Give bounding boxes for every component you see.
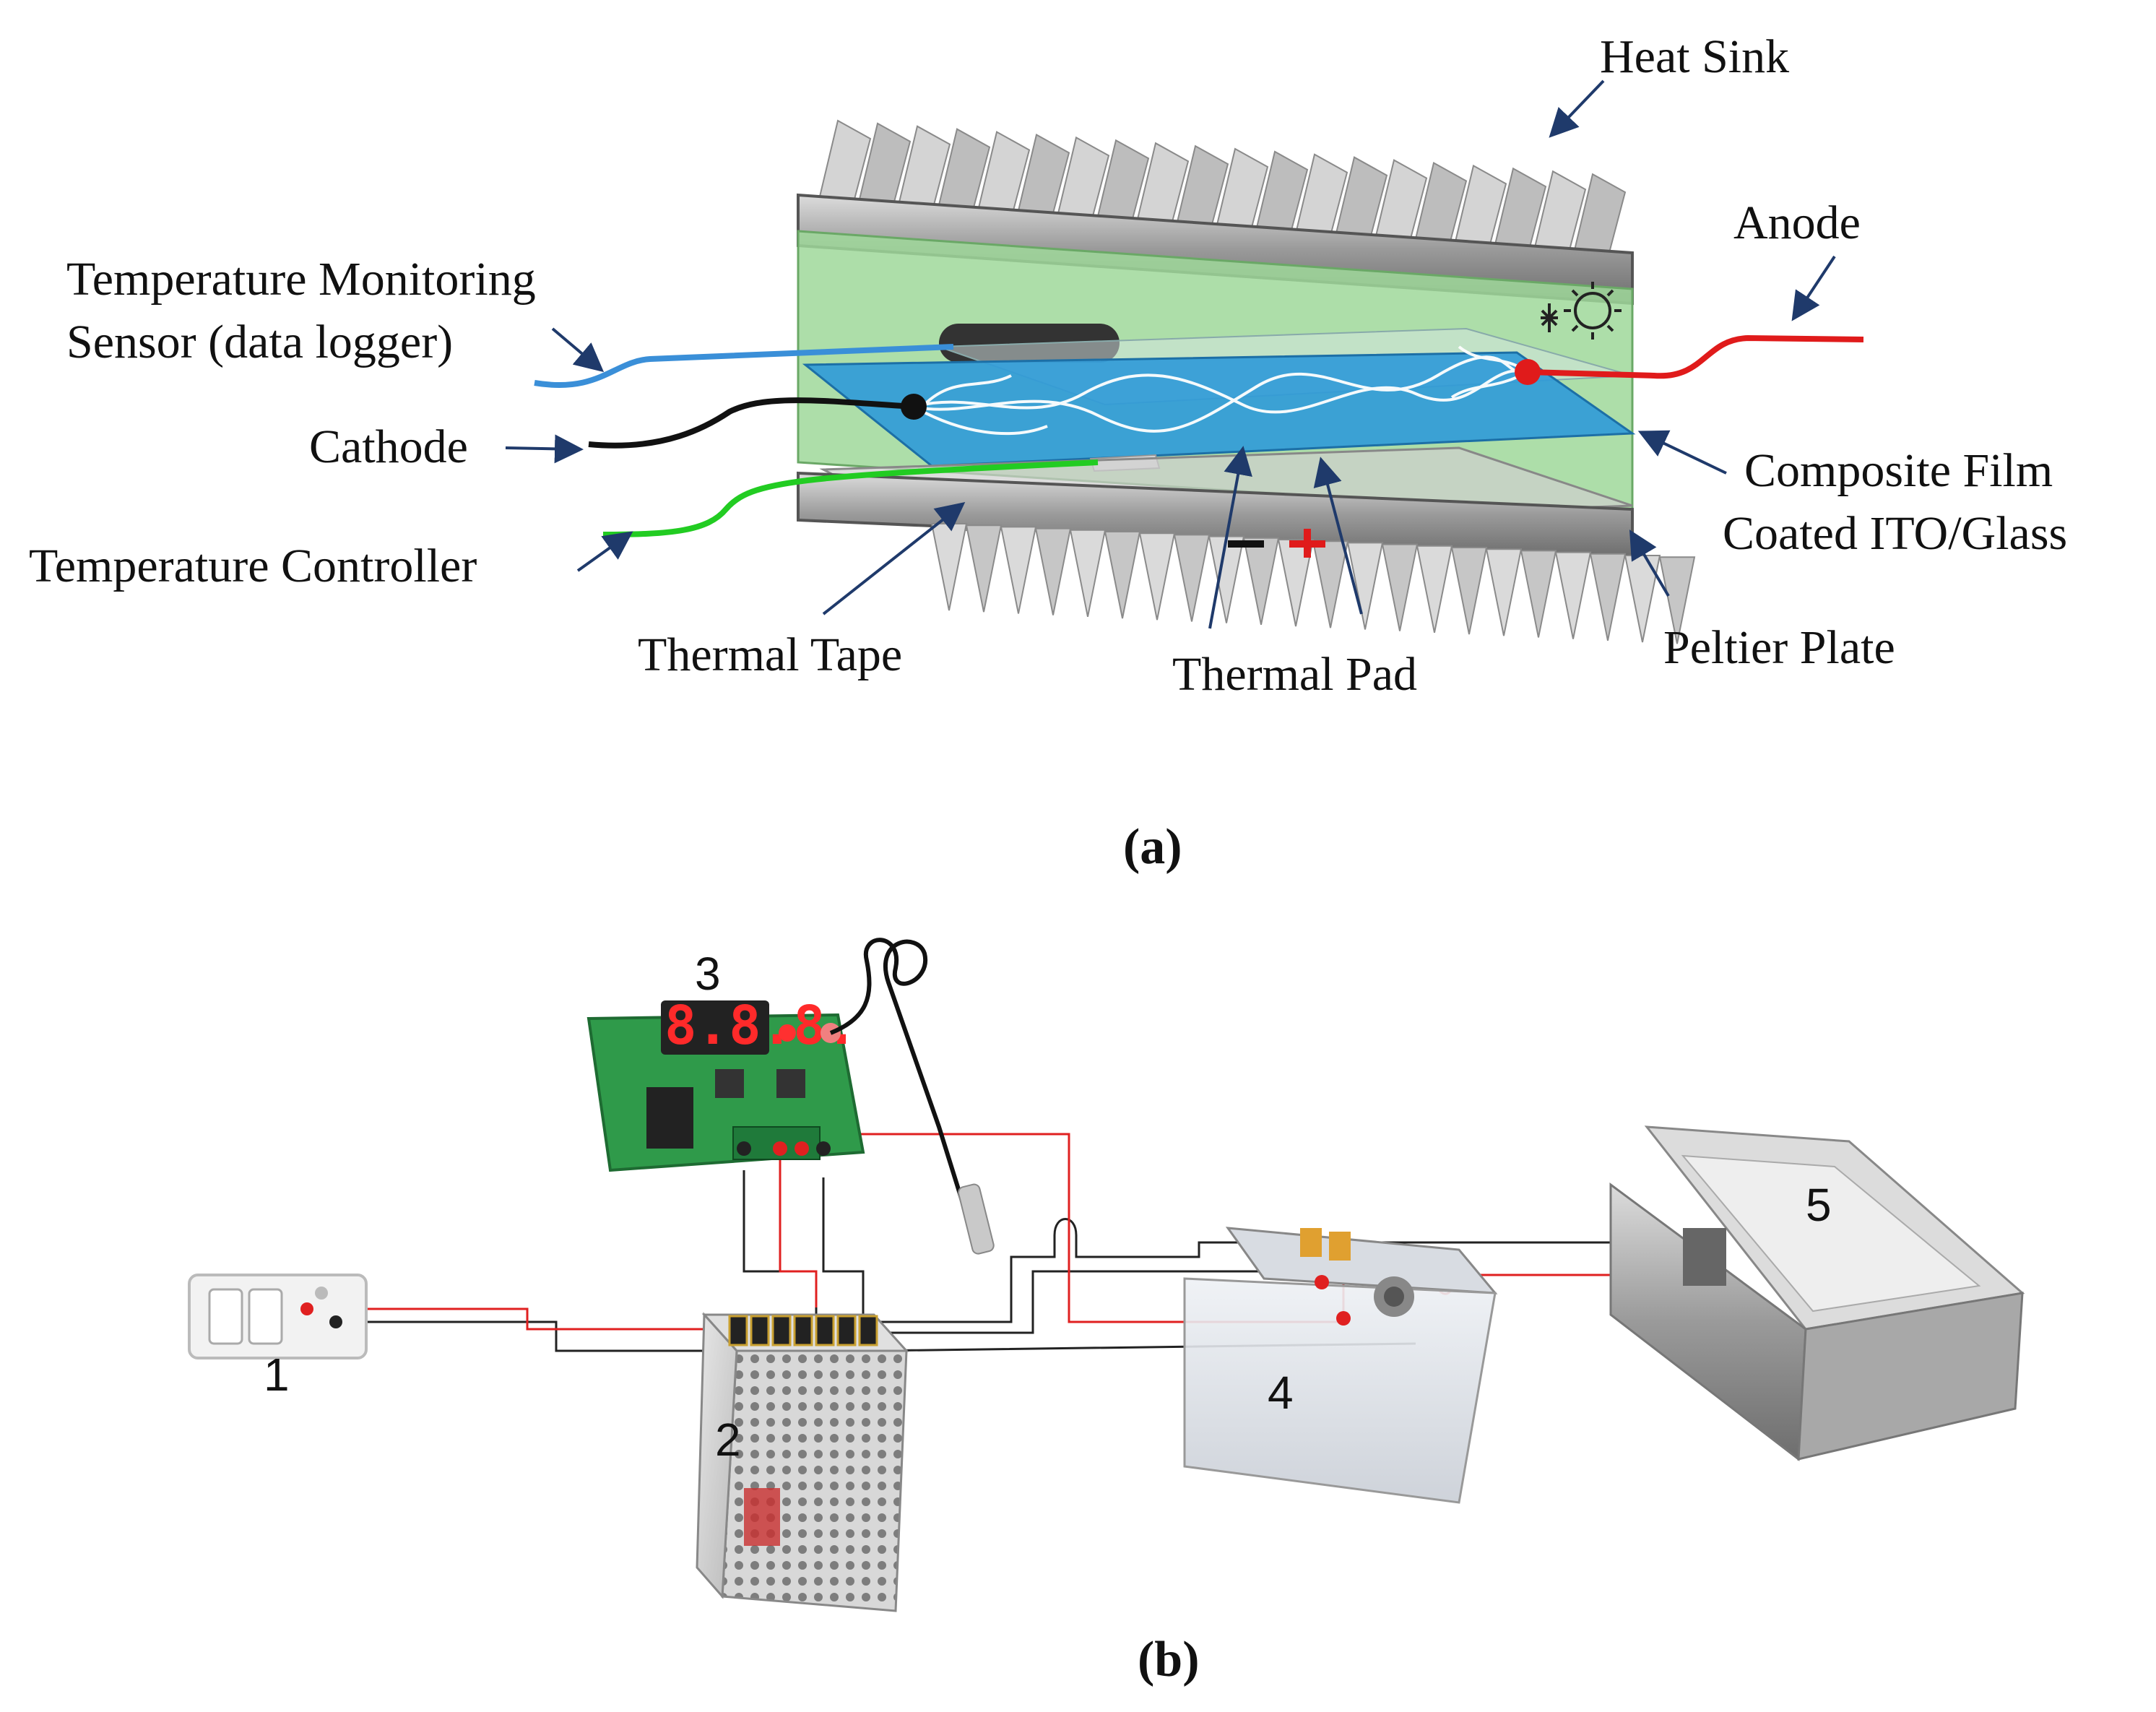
heat-sink-fins-top [818, 119, 1627, 262]
peltier-fin [1173, 534, 1211, 622]
heat-sink-fins-bottom [930, 523, 1696, 644]
peltier-fin [1034, 527, 1072, 615]
hot-cold-symbol-icon [1541, 282, 1622, 340]
discharge-arcs [913, 345, 1529, 436]
label-arrows [505, 79, 1836, 629]
temperature-probe-tip [958, 1183, 995, 1255]
peltier-fin [1138, 532, 1176, 621]
label-sensor-line1: Temperature Monitoring [66, 253, 536, 306]
peltier-fin [1416, 545, 1453, 633]
peltier-fin [1554, 551, 1592, 639]
power-relay [1183, 1227, 1498, 1504]
peltier-fin [1242, 537, 1280, 625]
psu-terminal-screw [858, 1315, 878, 1346]
label-thermal-tape: Thermal Tape [638, 628, 902, 681]
cathode-wire [588, 397, 914, 449]
component-label-4: 4 [1268, 1367, 1294, 1419]
peltier-fin [1485, 548, 1523, 636]
label-sensor-line2: Sensor (data logger) [66, 316, 453, 368]
wall-switch-plate [188, 1274, 368, 1359]
peltier-fin [1658, 556, 1696, 644]
peltier-fin [1450, 547, 1488, 635]
peltier-fin [1624, 555, 1661, 643]
panel-b-caption: (b) [1138, 1632, 1200, 1687]
peltier-fin [1520, 550, 1557, 638]
psu-terminal-screw [815, 1315, 835, 1346]
psu-terminal-screw [750, 1315, 770, 1346]
label-cathode: Cathode [309, 420, 468, 473]
anode-terminal [1515, 359, 1541, 385]
component-label-2: 2 [715, 1414, 741, 1466]
label-composite-line1: Composite Film [1744, 444, 2053, 497]
peltier-fin [1381, 543, 1419, 631]
panel-a: Heat Sink Anode Temperature Monitoring S… [29, 30, 2067, 875]
label-heat-sink: Heat Sink [1600, 30, 1789, 83]
thermostat-controller-board: 8.8.8. [586, 995, 865, 1172]
cathode-terminal [901, 394, 927, 420]
peltier-fin [1069, 529, 1107, 617]
plus-sign-icon-vertical [1304, 529, 1311, 558]
label-peltier-plate: Peltier Plate [1663, 621, 1895, 674]
power-supply-unit [696, 1312, 909, 1612]
psu-terminal-screw [793, 1315, 813, 1346]
panel-b: 1 2 8.8.8. 3 [188, 938, 2025, 1687]
label-temperature-controller: Temperature Controller [29, 540, 477, 592]
minus-sign-icon [1228, 540, 1264, 548]
peltier-fin [965, 524, 1003, 613]
psu-terminal-screw [728, 1315, 748, 1346]
peltier-fin [1346, 542, 1384, 630]
component-label-1: 1 [264, 1349, 290, 1401]
peltier-fin [1104, 531, 1141, 619]
peltier-fin [1277, 539, 1315, 627]
label-composite-line2: Coated ITO/Glass [1723, 507, 2067, 560]
temperature-probe-cable [829, 938, 977, 1243]
peltier-fin [1312, 540, 1349, 628]
peltier-fin [1589, 553, 1627, 641]
peltier-fin [1000, 526, 1037, 614]
component-label-3: 3 [695, 948, 721, 1000]
label-thermal-pad: Thermal Pad [1172, 648, 1417, 701]
panel-a-caption: (a) [1123, 819, 1182, 875]
peltier-cooling-module [1609, 1125, 2025, 1461]
controller-wire [602, 459, 1099, 537]
peltier-fin [930, 523, 968, 611]
component-label-5: 5 [1806, 1179, 1832, 1231]
psu-terminal-screw [771, 1315, 792, 1346]
sensor-wire [534, 344, 954, 389]
wiring-neutral [336, 1170, 1684, 1352]
anode-wire [1527, 334, 1864, 379]
label-anode: Anode [1733, 196, 1861, 249]
psu-terminal-screw [836, 1315, 857, 1346]
